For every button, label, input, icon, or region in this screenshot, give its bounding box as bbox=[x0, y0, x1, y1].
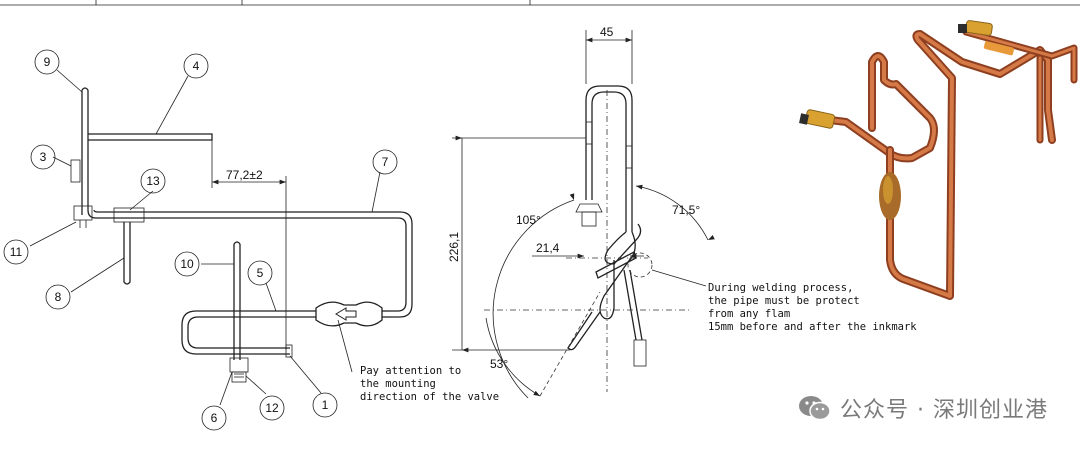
svg-text:12: 12 bbox=[265, 401, 279, 415]
svg-text:6: 6 bbox=[211, 411, 218, 425]
welding-note: During welding process, the pipe must be… bbox=[708, 282, 917, 333]
svg-text:13: 13 bbox=[146, 174, 160, 188]
balloon-13: 13 bbox=[140, 168, 166, 194]
width-dimension: 45 bbox=[600, 25, 614, 39]
fitting-part bbox=[229, 357, 249, 373]
balloon-12: 12 bbox=[259, 395, 285, 421]
svg-text:During welding process,: During welding process, bbox=[708, 282, 853, 294]
balloon-3: 3 bbox=[30, 144, 56, 170]
joint-part bbox=[73, 205, 93, 221]
tee-part bbox=[113, 207, 145, 223]
pipe-3d-render bbox=[799, 20, 1078, 300]
angle-right: 71,5° bbox=[672, 203, 700, 217]
bracket-part bbox=[70, 159, 81, 183]
svg-text:9: 9 bbox=[44, 55, 51, 69]
part-balloons: 9 4 3 13 7 11 8 10 5 6 12 1 bbox=[3, 49, 398, 431]
brass-fitting-left bbox=[799, 109, 836, 129]
svg-text:Pay attention to: Pay attention to bbox=[360, 365, 461, 377]
check-valve bbox=[315, 301, 383, 327]
svg-text:from any flam: from any flam bbox=[708, 308, 790, 320]
height-dimension: 226,1 bbox=[447, 232, 461, 262]
valve-note: Pay attention to the mounting direction … bbox=[360, 365, 499, 403]
svg-text:7: 7 bbox=[382, 155, 389, 169]
svg-text:15mm before and after the inkm: 15mm before and after the inkmark bbox=[708, 321, 917, 333]
angle-bottom: 53° bbox=[490, 357, 508, 371]
watermark-text: 公众号 · 深圳创业港 bbox=[840, 398, 1048, 423]
balloon-1: 1 bbox=[312, 392, 338, 418]
angle-left: 105° bbox=[516, 213, 541, 227]
svg-text:11: 11 bbox=[10, 245, 23, 259]
balloon-7: 7 bbox=[372, 149, 398, 175]
balloon-8: 8 bbox=[45, 284, 71, 310]
brass-fitting-top bbox=[958, 20, 1015, 56]
svg-text:the mounting: the mounting bbox=[360, 378, 436, 390]
svg-text:5: 5 bbox=[257, 266, 264, 280]
balloon-6: 6 bbox=[201, 405, 227, 431]
svg-text:1: 1 bbox=[322, 398, 329, 412]
offset-dimension: 77,2±2 bbox=[226, 168, 263, 182]
weld-mark bbox=[627, 252, 653, 278]
balloon-4: 4 bbox=[183, 53, 209, 79]
svg-text:the pipe must be protect: the pipe must be protect bbox=[708, 295, 860, 307]
watermark: 公众号 · 深圳创业港 bbox=[798, 392, 1048, 424]
wechat-icon bbox=[799, 396, 831, 421]
balloon-11: 11 bbox=[3, 239, 29, 265]
pipe-assembly-view: 77,2±2 bbox=[29, 69, 413, 406]
svg-text:direction of the valve: direction of the valve bbox=[360, 391, 499, 403]
short-dimension: 21,4 bbox=[536, 241, 560, 255]
svg-text:3: 3 bbox=[40, 150, 47, 164]
side-view: 45 226,1 21,4 105° 71,5° 53° bbox=[447, 25, 715, 399]
flow-arrow-icon bbox=[335, 307, 357, 321]
balloon-5: 5 bbox=[247, 260, 273, 286]
balloon-10: 10 bbox=[174, 251, 200, 277]
svg-text:8: 8 bbox=[55, 290, 62, 304]
svg-text:4: 4 bbox=[193, 59, 200, 73]
balloon-9: 9 bbox=[34, 49, 60, 75]
svg-text:10: 10 bbox=[180, 257, 194, 271]
